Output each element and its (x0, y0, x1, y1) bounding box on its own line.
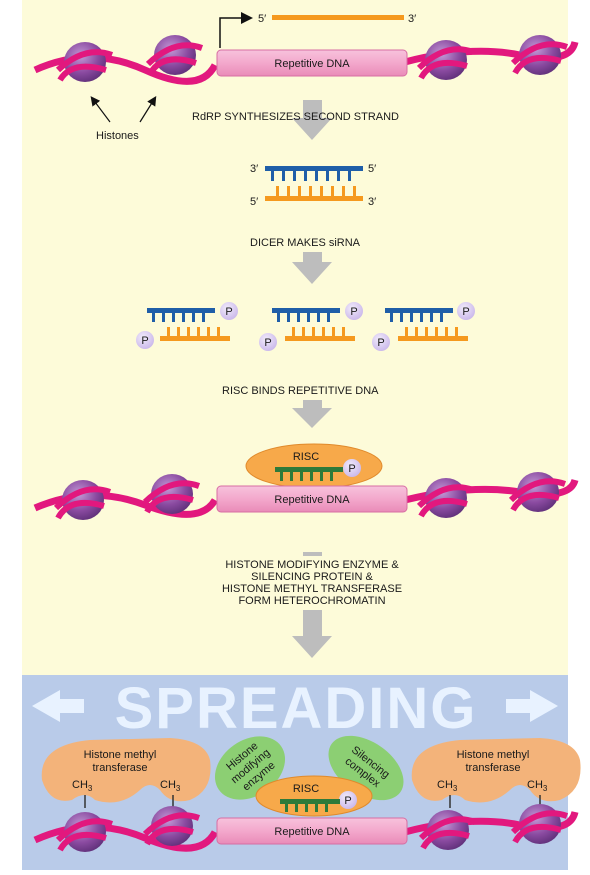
flow-arrow (292, 252, 332, 284)
histones-pointer (90, 96, 111, 123)
phosphate-label: P (141, 335, 148, 347)
top-chromatin: Repetitive DNA (33, 35, 579, 85)
flow-arrow (292, 100, 332, 140)
repetitive-dna-label: Repetitive DNA (274, 494, 350, 506)
transcript-5-prime: 5′ (258, 13, 266, 25)
hmt-right-line1: Histone methyl (457, 749, 530, 761)
repetitive-dna-label: Repetitive DNA (274, 826, 350, 838)
ds-top-right-label: 5′ (368, 163, 376, 175)
hmt-left-line1: Histone methyl (84, 749, 157, 761)
methyl-group-label: CH3 (527, 779, 548, 793)
heterochromatin-complex: Histone methyl transferase Histone methy… (33, 735, 581, 852)
sirna-duplex: P P (136, 302, 238, 349)
double-stranded-rna: 3′ 5′ 5′ 3′ (250, 163, 376, 208)
hmt-left-line2: transferase (92, 762, 147, 774)
flow-arrow (292, 552, 332, 658)
histones-label: Histones (96, 130, 139, 142)
flow-arrow (292, 400, 332, 428)
repetitive-dna-segment (216, 817, 408, 845)
histones-pointer (139, 95, 157, 123)
phosphate-label: P (350, 306, 357, 318)
transcription-start-arrow (219, 12, 253, 48)
risc-label: RISC (293, 451, 319, 463)
ds-top-left-label: 3′ (250, 163, 258, 175)
repetitive-dna-segment (216, 485, 408, 513)
phosphate-label: P (348, 463, 355, 475)
step2-label: DICER MAKES siRNA (250, 237, 361, 249)
spread-left-arrow-icon (32, 690, 84, 722)
phosphate-label: P (344, 795, 351, 807)
phosphate-label: P (264, 337, 271, 349)
histone-methyl-transferase-right (411, 738, 581, 803)
step4-line3: HISTONE METHYL TRANSFERASE (222, 583, 402, 595)
sirna-duplex: P P (372, 302, 475, 351)
repetitive-dna-label: Repetitive DNA (274, 58, 350, 70)
phosphate-label: P (377, 337, 384, 349)
risc-label: RISC (293, 783, 319, 795)
ds-bottom-left-label: 5′ (250, 196, 258, 208)
hmt-right-line2: transferase (465, 762, 520, 774)
ds-bottom-right-label: 3′ (368, 196, 376, 208)
step4-line4: FORM HETEROCHROMATIN (238, 595, 385, 607)
spreading-title: SPREADING (115, 676, 478, 741)
middle-chromatin: RISC P Repetitive DNA (33, 443, 579, 520)
step3-label: RISC BINDS REPETITIVE DNA (222, 385, 379, 397)
step4-line2: SILENCING PROTEIN & (251, 571, 373, 583)
step4-line1: HISTONE MODIFYING ENZYME & (225, 559, 399, 571)
repetitive-dna-segment (216, 49, 408, 77)
histone-methyl-transferase-left (41, 738, 211, 803)
methyl-group-label: CH3 (437, 779, 458, 793)
sirna-duplex: P P (259, 302, 363, 351)
phosphate-label: P (225, 306, 232, 318)
rna-transcript (272, 15, 404, 20)
transcript-3-prime: 3′ (408, 13, 416, 25)
methyl-group-label: CH3 (160, 779, 181, 793)
step1-label: RdRP SYNTHESIZES SECOND STRAND (192, 111, 399, 123)
spread-right-arrow-icon (506, 690, 558, 722)
methyl-group-label: CH3 (72, 779, 93, 793)
phosphate-label: P (462, 306, 469, 318)
